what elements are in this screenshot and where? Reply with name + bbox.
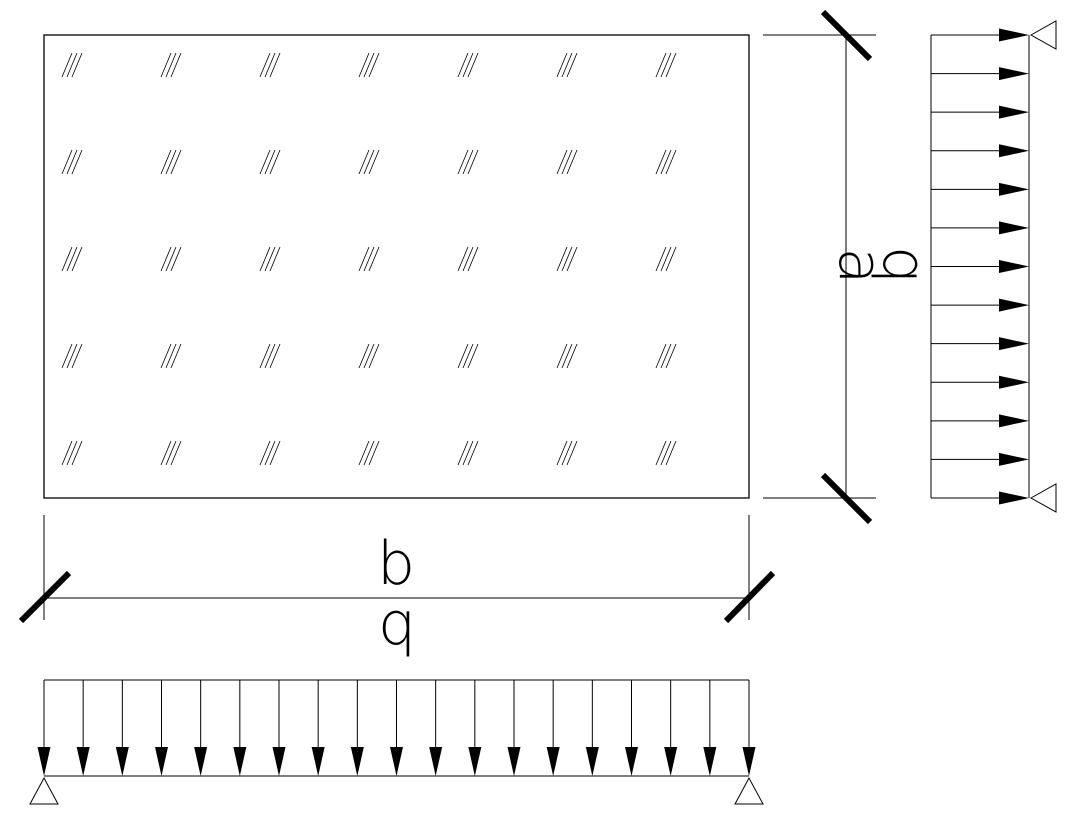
glass-hatch-mark — [556, 52, 578, 78]
glass-hatch-mark — [457, 440, 479, 466]
load-arrow-right — [931, 221, 1029, 235]
load-arrow-down — [703, 680, 717, 776]
dim-a-tick-top — [820, 9, 873, 62]
load-right-label: q — [869, 246, 939, 284]
support-triangle-bottom — [1029, 483, 1057, 513]
load-arrow-right — [931, 414, 1029, 428]
load-arrow-down — [390, 680, 403, 776]
load-arrow-right — [931, 298, 1029, 312]
load-arrow-right — [931, 105, 1029, 119]
glass-hatch-mark — [61, 343, 83, 369]
load-arrow-down — [625, 680, 638, 776]
load-arrow-down — [546, 680, 560, 776]
glass-hatch-mark — [160, 52, 182, 78]
load-arrow-down — [76, 680, 90, 776]
glass-hatch-mark — [556, 343, 578, 369]
glass-hatch-mark — [358, 52, 380, 78]
load-bottom: q — [29, 589, 764, 805]
load-arrow-right — [931, 491, 1029, 505]
glass-hatch-mark — [655, 440, 677, 466]
glass-hatch-mark — [61, 52, 83, 78]
load-arrow-right — [931, 452, 1029, 466]
glass-hatch-mark — [259, 52, 281, 78]
glass-hatch-mark — [61, 440, 83, 466]
glass-hatch-mark — [655, 149, 677, 175]
glass-panel — [43, 34, 750, 499]
glass-hatch-mark — [160, 343, 182, 369]
glass-hatch-mark — [259, 440, 281, 466]
glass-hatch-mark — [457, 343, 479, 369]
glass-hatch-mark — [655, 246, 677, 272]
load-right-arrows — [931, 28, 1029, 505]
glass-hatch-mark — [358, 149, 380, 175]
glass-hatch-mark — [655, 52, 677, 78]
glass-hatch-mark — [160, 149, 182, 175]
glass-hatch-mark — [556, 246, 578, 272]
support-triangle-right — [734, 776, 764, 805]
load-arrow-right — [931, 144, 1029, 158]
load-arrow-down — [350, 680, 364, 776]
dim-b-tick-right — [723, 570, 776, 624]
load-arrow-down — [664, 680, 678, 776]
glass-hatch-mark — [61, 149, 83, 175]
glass-hatch-mark — [655, 343, 677, 369]
glass-hatch-mark — [61, 246, 83, 272]
glass-hatch-mark — [457, 149, 479, 175]
load-arrow-down — [429, 680, 443, 776]
load-arrow-down — [233, 680, 247, 776]
load-arrow-down — [37, 680, 51, 776]
dim-a-label: a — [825, 248, 895, 285]
glass-hatch-mark — [358, 246, 380, 272]
support-triangle-top — [1029, 20, 1057, 50]
glass-hatch-mark — [259, 343, 281, 369]
glass-hatch-mark — [457, 52, 479, 78]
dimension-b: b — [18, 515, 776, 624]
glass-hatch-marks — [61, 52, 677, 466]
dimension-a: a — [763, 9, 895, 525]
load-right: q — [869, 20, 1057, 513]
dim-b-label: b — [377, 529, 415, 599]
glass-hatch-mark — [160, 246, 182, 272]
load-arrow-right — [931, 182, 1029, 196]
load-arrow-right — [931, 67, 1029, 81]
support-triangle-left — [29, 776, 59, 805]
glass-hatch-mark — [556, 440, 578, 466]
load-arrow-right — [931, 28, 1029, 42]
load-arrow-right — [931, 375, 1029, 389]
load-arrow-right — [931, 260, 1029, 273]
load-arrow-down — [468, 680, 482, 776]
load-arrow-down — [272, 680, 286, 776]
load-bottom-arrows — [37, 680, 756, 776]
load-bottom-label: q — [378, 589, 416, 659]
dim-a-tick-bottom — [820, 472, 873, 525]
glass-panel-outline — [43, 34, 750, 499]
load-arrow-down — [155, 680, 168, 776]
load-arrow-down — [507, 680, 521, 776]
dim-b-tick-left — [18, 570, 72, 624]
load-arrow-down — [585, 680, 599, 776]
load-arrow-down — [194, 680, 208, 776]
load-arrow-down — [742, 680, 756, 776]
glass-hatch-mark — [457, 246, 479, 272]
glass-hatch-mark — [358, 343, 380, 369]
load-arrow-right — [931, 337, 1029, 351]
load-arrow-down — [311, 680, 325, 776]
glass-hatch-mark — [358, 440, 380, 466]
glass-hatch-mark — [259, 149, 281, 175]
glass-hatch-mark — [259, 246, 281, 272]
glass-hatch-mark — [160, 440, 182, 466]
load-arrow-down — [115, 680, 129, 776]
glass-hatch-mark — [556, 149, 578, 175]
